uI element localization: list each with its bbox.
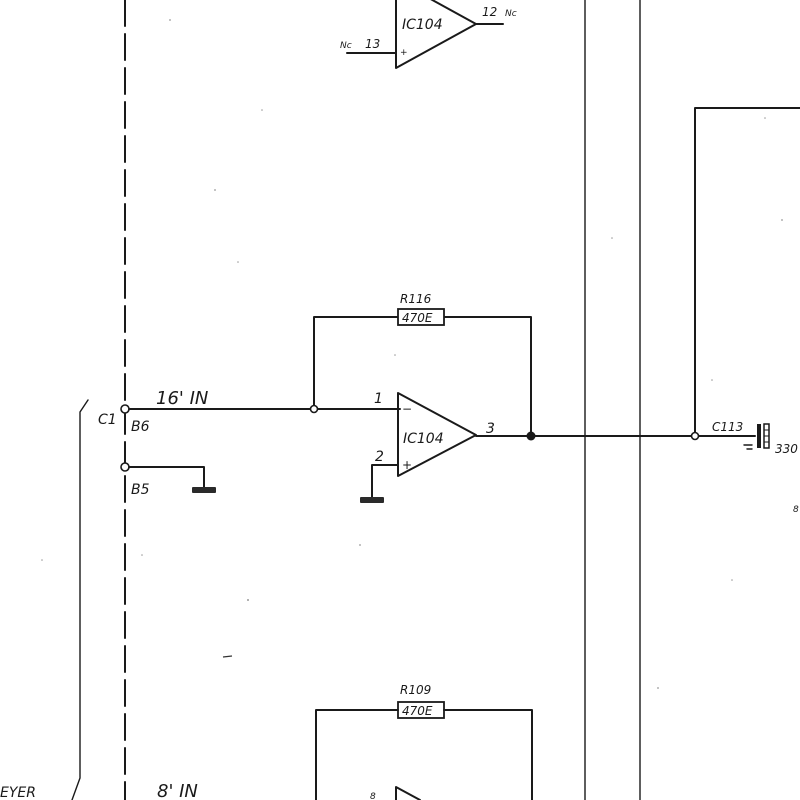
opamp-mid-minus-sign: − [402, 402, 412, 416]
connector-pin-b6: B6 [131, 419, 150, 435]
resistor-r109-ref: R109 [400, 683, 431, 697]
opamp-top-nc-in: Nc [340, 41, 352, 51]
opamp-bottom-pin: 8 [370, 792, 376, 800]
output-junction [526, 431, 536, 441]
opamp-top-pin-out: 12 [482, 5, 497, 19]
opamp-ic104-top [395, 0, 477, 69]
r109-feedback-wire-right [443, 709, 533, 800]
scan-noise [41, 19, 783, 689]
capacitor-c113 [757, 423, 770, 449]
ground-symbol-b5 [192, 487, 216, 493]
connector-bracket [71, 399, 89, 800]
opamp-mid-plus-ground-wire [371, 464, 399, 498]
resistor-r116 [397, 308, 445, 326]
resistor-r116-ref: R116 [400, 292, 432, 306]
r109-feedback-wire-left [315, 709, 399, 800]
sixteen-in-label: 16' IN [156, 388, 208, 409]
opamp-mid-plus-sign: + [402, 458, 412, 472]
opamp-mid-pin-minus: 1 [374, 391, 383, 407]
opamp-top-nc-out: Nc [505, 9, 517, 19]
right-vertical-wire [694, 107, 800, 433]
pin-b5-terminal [120, 462, 130, 472]
opamp-top-pin-in: 13 [365, 37, 380, 51]
ground-symbol-mid [360, 497, 384, 503]
eight-in-label: 8' IN [157, 781, 198, 800]
r116-feedback-wire [313, 316, 399, 406]
opamp-ic104-mid [397, 392, 477, 477]
opamp-mid-pin-plus: 2 [375, 449, 384, 465]
resistor-r109-value: 470E [402, 704, 433, 718]
b5-ground-wire [128, 466, 205, 488]
feedback-node-left [309, 404, 319, 414]
r116-feedback-wire-right [443, 316, 532, 437]
capacitor-c113-value: 330 [775, 442, 798, 456]
edge-fragment: 8 [793, 505, 799, 515]
connector-side-label: EYER [0, 785, 36, 800]
opamp-top-plus-sign: + [400, 48, 408, 58]
opamp-ic104-mid-ref: IC104 [403, 431, 444, 447]
right-junction [690, 431, 700, 441]
resistor-r116-value: 470E [402, 311, 433, 325]
opamp-bottom-fragment [395, 786, 421, 800]
opamp-mid-pin-out: 3 [486, 421, 495, 437]
pin-b6-terminal [120, 404, 130, 414]
connector-label: C1 [98, 412, 117, 428]
capacitor-c113-ref: C113 [712, 420, 743, 434]
connector-pin-b5: B5 [131, 482, 150, 498]
opamp-ic104-top-ref: IC104 [402, 17, 443, 33]
